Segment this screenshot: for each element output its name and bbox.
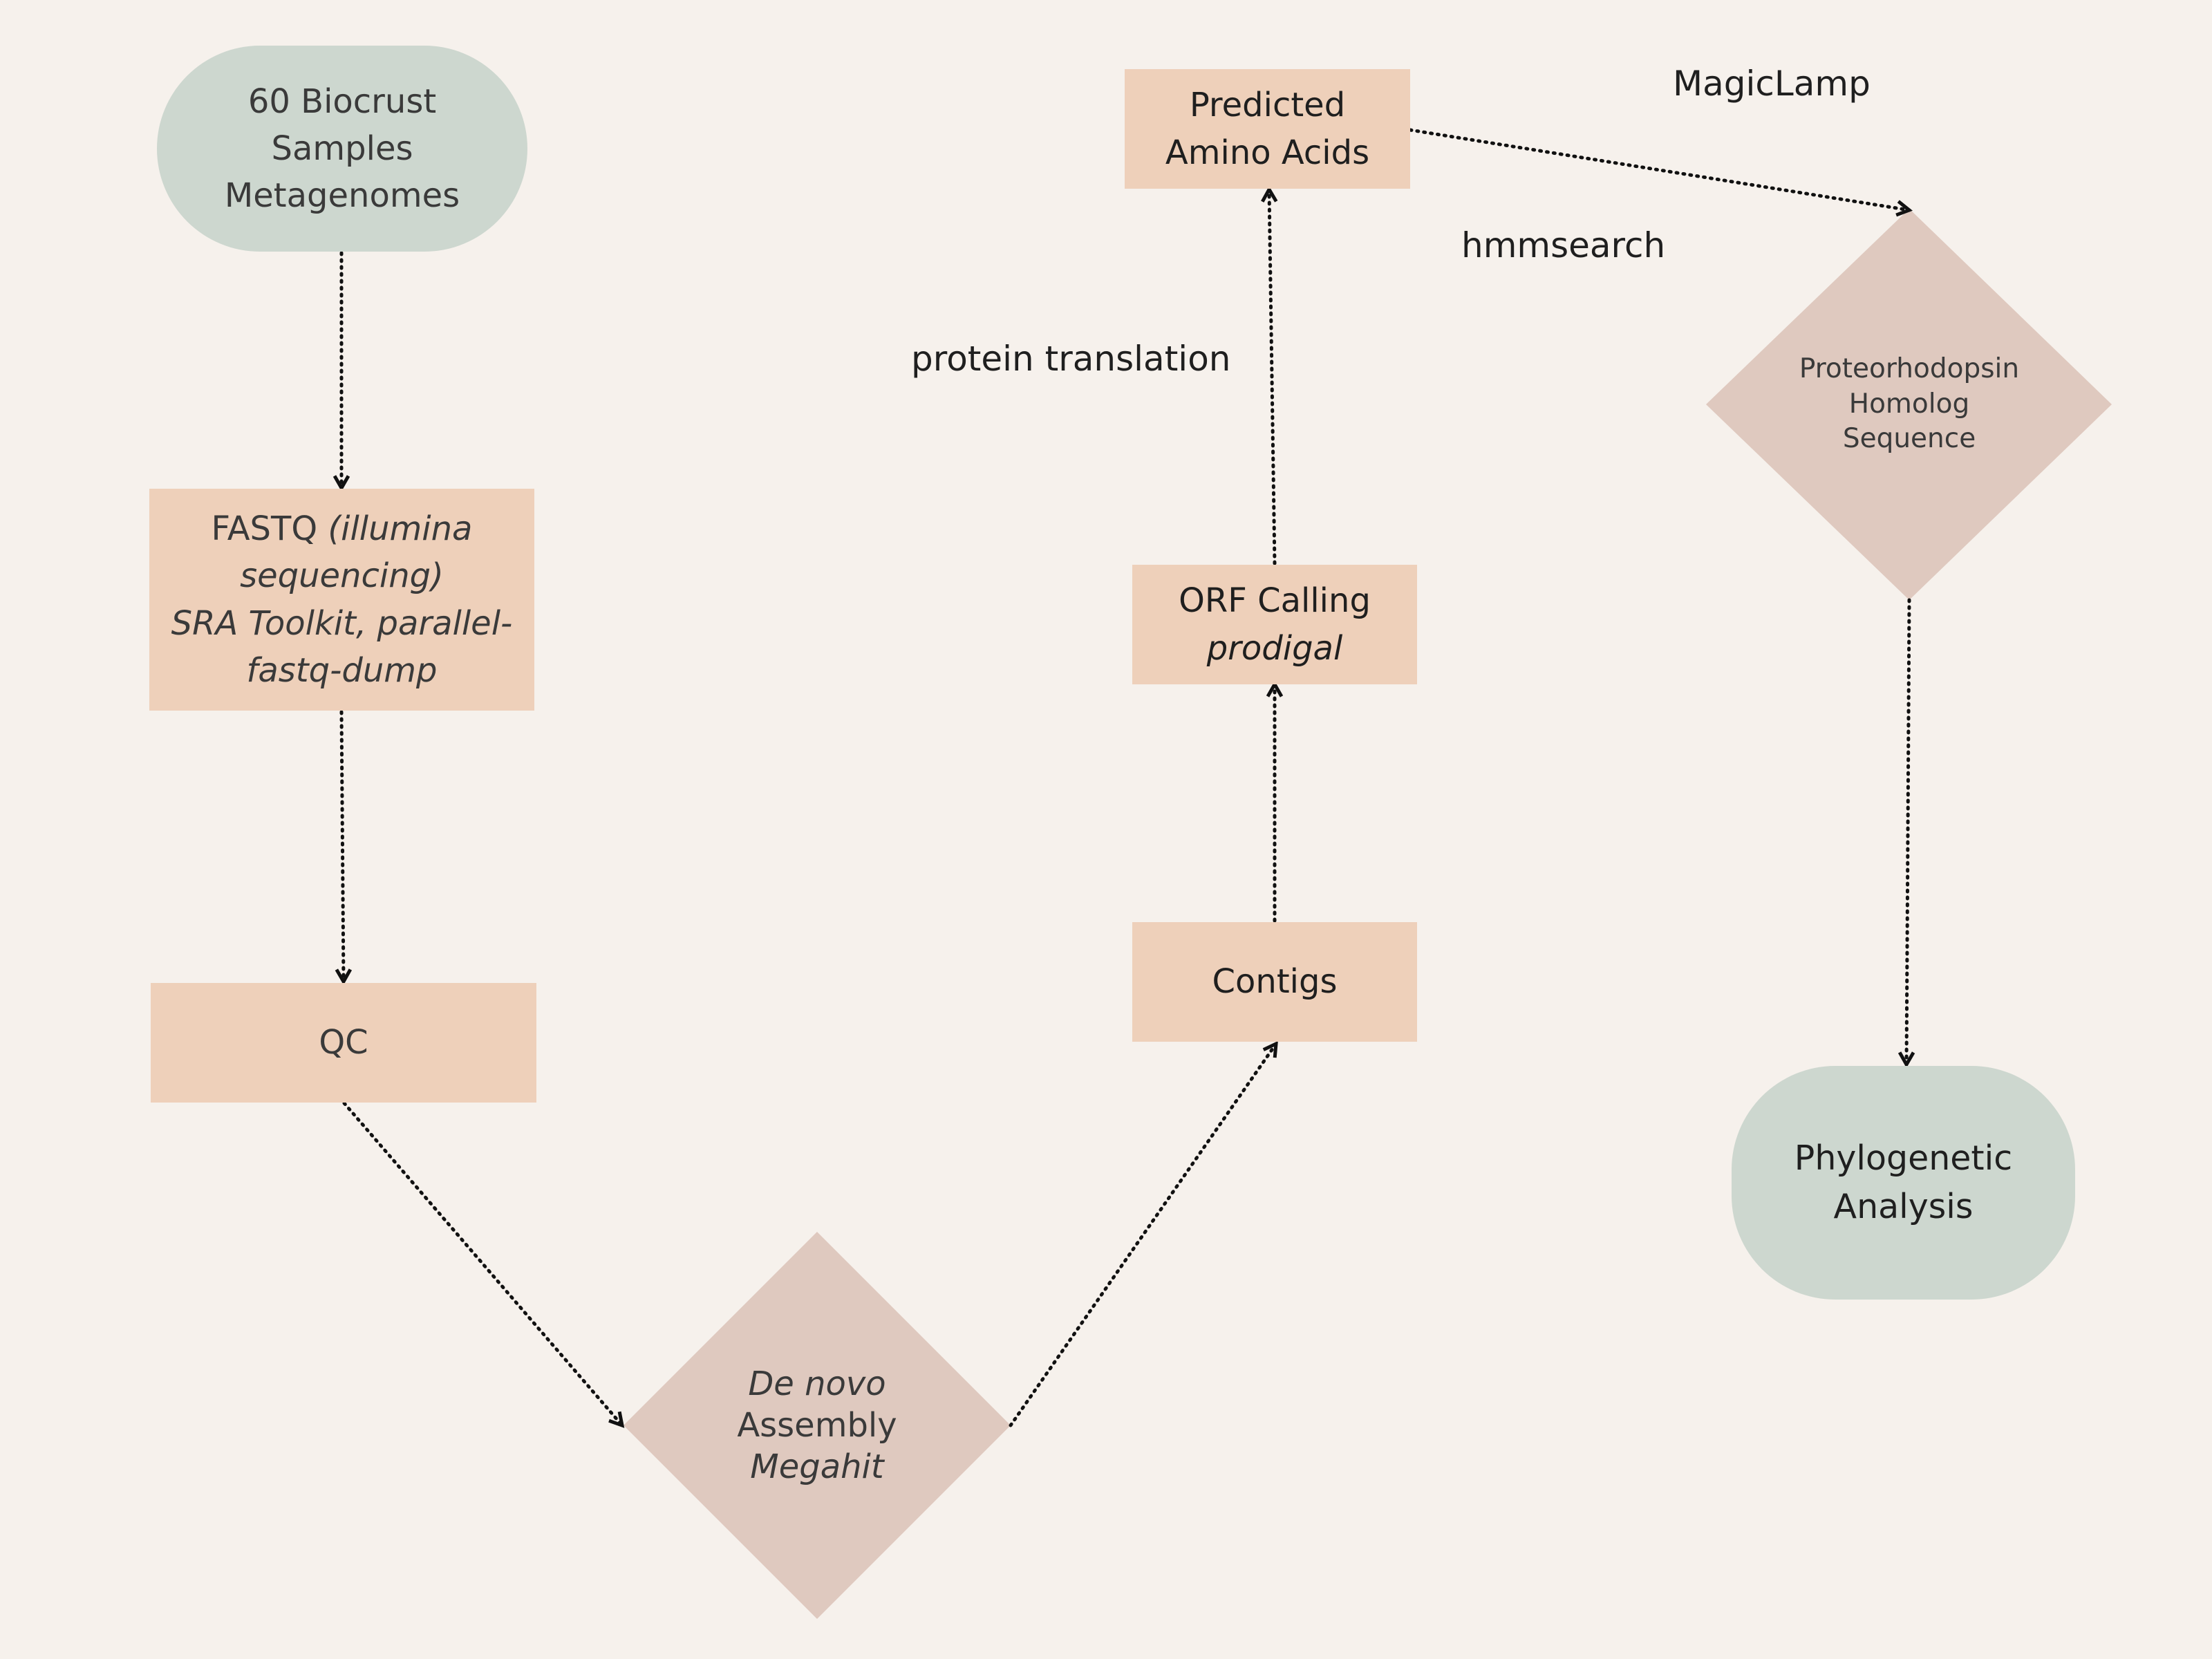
protein-translation-label: protein translation: [911, 339, 1231, 379]
qc-node[interactable]: QC: [151, 983, 536, 1103]
samples-node[interactable]: 60 Biocrust Samples Metagenomes: [157, 46, 527, 252]
fastq-label: FASTQ: [211, 509, 328, 549]
amino-line-2: Amino Acids: [1165, 133, 1370, 172]
fastq-line-1: FASTQ (illumina: [212, 509, 473, 548]
assembly-label: De novo Assembly Megahit: [665, 1329, 969, 1522]
arrow-fastq-to-qc: [335, 710, 353, 986]
fastq-line-4: fastq-dump: [246, 650, 438, 690]
phylo-line-2: Analysis: [1833, 1187, 1974, 1226]
orf-line-1: ORF Calling: [1179, 581, 1371, 621]
homolog-line-3: Sequence: [1842, 423, 1976, 455]
assembly-diamond[interactable]: [624, 1232, 1011, 1619]
contigs-node[interactable]: Contigs: [1132, 922, 1417, 1042]
qc-label: QC: [319, 1023, 368, 1062]
homolog-label: Proteorhodopsin Homolog Sequence: [1757, 325, 2061, 484]
hmmsearch-label: hmmsearch: [1461, 225, 1666, 265]
assembly-line-3: Megahit: [750, 1447, 884, 1486]
amino-line-1: Predicted: [1189, 86, 1346, 125]
orf-node[interactable]: ORF Calling prodigal: [1132, 565, 1417, 684]
samples-line-3: Metagenomes: [224, 176, 460, 216]
contigs-label: Contigs: [1212, 962, 1338, 1002]
magiclamp-label: MagicLamp: [1673, 64, 1871, 104]
fastq-line-2: sequencing): [240, 556, 444, 596]
samples-line-2: Samples: [271, 129, 413, 168]
assembly-line-1: De novo: [748, 1365, 886, 1403]
fastq-node[interactable]: FASTQ (illumina sequencing) SRA Toolkit,…: [149, 489, 534, 711]
arrow-amino-to-homolog: [1408, 128, 1913, 217]
arrow-homolog-to-phylo: [1897, 598, 1915, 1069]
homolog-diamond[interactable]: [1706, 209, 2112, 600]
arrow-assembly-to-contigs: [1009, 1040, 1278, 1427]
assembly-line-2: Assembly: [737, 1406, 897, 1445]
homolog-line-1: Proteorhodopsin: [1799, 353, 2020, 384]
arrow-qc-to-assembly: [342, 1101, 625, 1428]
fastq-line-3: SRA Toolkit, parallel-: [171, 603, 513, 643]
phylo-line-1: Phylogenetic: [1794, 1138, 2013, 1179]
arrow-orf-to-amino: [1261, 185, 1278, 565]
amino-node[interactable]: Predicted Amino Acids: [1125, 69, 1410, 189]
homolog-line-2: Homolog: [1848, 388, 1970, 420]
orf-line-2: prodigal: [1206, 628, 1343, 668]
fastq-illumina: (illumina: [328, 509, 473, 549]
phylo-node[interactable]: Phylogenetic Analysis: [1732, 1066, 2075, 1300]
samples-line-1: 60 Biocrust: [247, 82, 437, 121]
